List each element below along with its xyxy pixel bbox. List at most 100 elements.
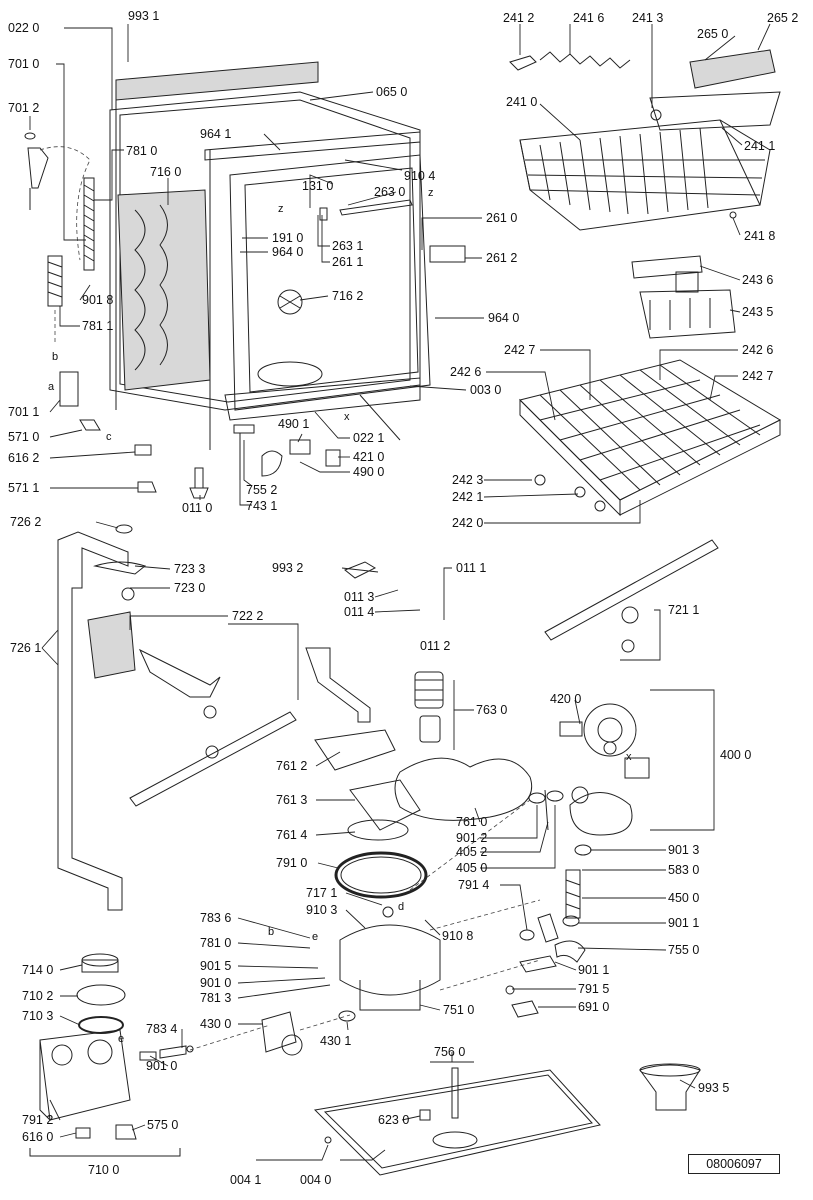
part-label: 241 6: [573, 11, 604, 25]
part-label: 722 2: [232, 609, 263, 623]
part-label: 761 0: [456, 815, 487, 829]
lower-basket: [519, 359, 782, 517]
part-label: 011 1: [456, 561, 486, 575]
part-label: 450 0: [668, 891, 699, 905]
part-label: 241 3: [632, 11, 663, 25]
part-label: 261 2: [486, 251, 517, 265]
part-label: 011 0: [182, 501, 212, 515]
part-label: 781 0: [200, 936, 231, 950]
part-label: 761 2: [276, 759, 307, 773]
letter-marker: e: [312, 931, 318, 943]
letter-marker: d: [398, 901, 404, 913]
leader-lines: [29, 23, 771, 1161]
part-label: 710 2: [22, 989, 53, 1003]
part-label: 901 5: [200, 959, 231, 973]
part-label: 791 5: [578, 982, 609, 996]
part-label: 901 1: [668, 916, 699, 930]
part-label: 241 0: [506, 95, 537, 109]
part-label: 430 1: [320, 1034, 351, 1048]
letter-marker: b: [268, 926, 274, 938]
part-label: 616 2: [8, 451, 39, 465]
part-label: 261 0: [486, 211, 517, 225]
upper-basket: [509, 49, 781, 231]
letter-markers: b a c b e d e x z z x: [48, 187, 632, 1045]
part-label: 263 1: [332, 239, 363, 253]
part-label: 242 7: [504, 343, 535, 357]
part-label: 761 3: [276, 793, 307, 807]
part-label: 583 0: [668, 863, 699, 877]
part-label: 701 0: [8, 57, 39, 71]
part-label: 726 1: [10, 641, 41, 655]
assembly-lines: [189, 799, 541, 1051]
part-label: 964 1: [200, 127, 231, 141]
part-label: 763 0: [476, 703, 507, 717]
sump-assembly: [261, 671, 650, 1056]
part-label: 623 0: [378, 1113, 409, 1127]
part-label: 910 4: [404, 169, 435, 183]
base-plate: [313, 561, 701, 1176]
part-label: 910 8: [442, 929, 473, 943]
part-label: 783 6: [200, 911, 231, 925]
part-label: 242 6: [742, 343, 773, 357]
letter-marker: c: [106, 431, 112, 443]
part-label: 421 0: [353, 450, 384, 464]
part-label: 022 0: [8, 21, 39, 35]
part-label: 781 1: [82, 319, 113, 333]
letter-marker: x: [626, 751, 632, 763]
part-label: 781 0: [126, 144, 157, 158]
part-label: 616 0: [22, 1130, 53, 1144]
part-label: 721 1: [668, 603, 699, 617]
part-label: 242 7: [742, 369, 773, 383]
spray-arms: [57, 524, 719, 911]
letter-marker: b: [52, 351, 58, 363]
part-label: 781 3: [200, 991, 231, 1005]
part-label: 743 1: [246, 499, 277, 513]
part-label: 910 3: [306, 903, 337, 917]
part-label: 575 0: [147, 1118, 178, 1132]
part-label: 717 1: [306, 886, 337, 900]
part-label: 701 2: [8, 101, 39, 115]
part-label: 241 1: [744, 139, 775, 153]
part-label: 723 0: [174, 581, 205, 595]
part-label: 755 0: [668, 943, 699, 957]
part-label: 901 8: [82, 293, 113, 307]
water-softener: [29, 953, 194, 1157]
cutlery-basket: [631, 255, 736, 339]
part-label: 011 3: [344, 590, 374, 604]
part-label: 242 1: [452, 490, 483, 504]
part-label: 901 0: [146, 1059, 177, 1073]
part-label: 004 0: [300, 1173, 331, 1187]
part-label: 710 3: [22, 1009, 53, 1023]
part-label: 691 0: [578, 1000, 609, 1014]
part-label: 241 8: [744, 229, 775, 243]
part-label: 242 0: [452, 516, 483, 530]
part-label: 490 0: [353, 465, 384, 479]
part-label: 993 1: [128, 9, 159, 23]
side-panel-part: [117, 189, 211, 391]
part-label: 710 0: [88, 1163, 119, 1177]
part-label: 022 1: [353, 431, 384, 445]
part-label: 791 2: [22, 1113, 53, 1127]
part-label: 243 6: [742, 273, 773, 287]
part-label: 191 0: [272, 231, 303, 245]
letter-marker: z: [278, 203, 284, 215]
part-label: 571 0: [8, 430, 39, 444]
part-label: 701 1: [8, 405, 39, 419]
part-label: 430 0: [200, 1017, 231, 1031]
part-label: 242 3: [452, 473, 483, 487]
part-label: 265 2: [767, 11, 798, 25]
part-label: 243 5: [742, 305, 773, 319]
part-label: 716 2: [332, 289, 363, 303]
inlet-hoses: [24, 132, 209, 499]
part-label: 993 5: [698, 1081, 729, 1095]
part-label: 761 4: [276, 828, 307, 842]
part-label: 964 0: [272, 245, 303, 259]
part-label: 901 2: [456, 831, 487, 845]
part-label: 901 1: [578, 963, 609, 977]
letter-marker: a: [48, 381, 55, 393]
part-label: 783 4: [146, 1022, 177, 1036]
letter-marker: z: [428, 187, 434, 199]
part-label: 723 3: [174, 562, 205, 576]
part-label: 751 0: [443, 1003, 474, 1017]
